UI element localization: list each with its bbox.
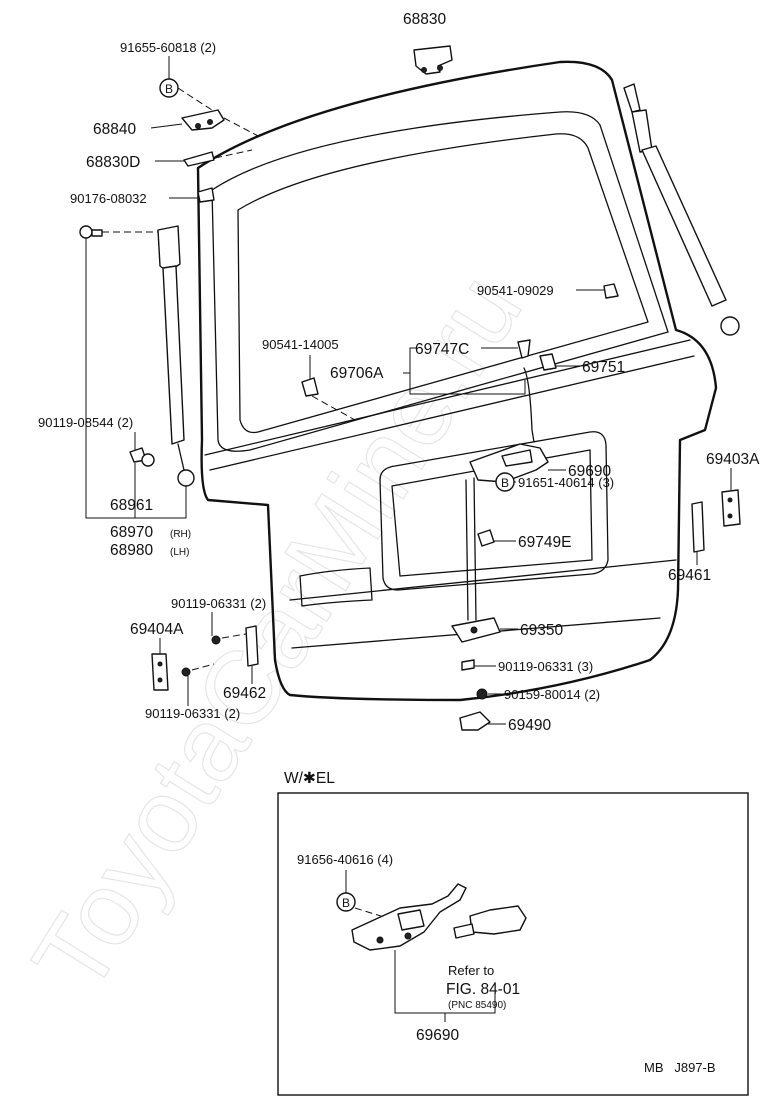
svg-text:B: B (501, 476, 509, 490)
hinge-69404a (151, 653, 169, 691)
bolt-symbol-inset: B (336, 892, 356, 912)
label-69706a: 69706A (330, 365, 384, 382)
back-door-stay-left (157, 225, 195, 487)
label-inset-69690: 69690 (416, 1027, 459, 1044)
control-link (465, 479, 469, 621)
label-69350: 69350 (520, 622, 563, 639)
actuator-inset (453, 905, 527, 939)
hinge-69462 (245, 625, 259, 667)
label-90159-80014: 90159-80014 (2) (504, 687, 600, 702)
inset-with-el: W/✱EL 91656-40616 (4) B Refer to FIG. 84… (277, 770, 749, 1096)
bolt-symbol-top: B (159, 78, 179, 98)
label-90541-14005: 90541-14005 (262, 337, 339, 352)
label-90119-06331-c: 90119-06331 (3) (498, 659, 593, 674)
label-69462: 69462 (223, 685, 266, 702)
ball-stud-left-bottom (129, 447, 155, 467)
hinge-68840 (181, 109, 225, 131)
svg-text:B: B (165, 82, 173, 96)
footer-code: MB J897-B (644, 1060, 716, 1075)
label-69749e: 69749E (518, 534, 571, 551)
cushion-90541-14005 (301, 377, 319, 397)
callout-labels: 68830 91655-60818 (2) 68840 68830D 90176… (38, 11, 760, 734)
back-door-stay-right (623, 83, 740, 336)
label-91655-60818: 91655-60818 (2) (120, 40, 216, 55)
label-69403a: 69403A (706, 451, 760, 468)
label-68840: 68840 (93, 121, 136, 138)
hinge-69461 (691, 501, 705, 553)
inset-title: W/✱EL (284, 770, 335, 787)
bolt-symbol-lock: B (495, 472, 515, 492)
label-68830d: 68830D (86, 154, 140, 171)
label-90119-06331-a: 90119-06331 (2) (171, 596, 266, 611)
label-90541-09029: 90541-09029 (477, 283, 554, 298)
refer-to-label: Refer to (448, 963, 494, 978)
screw-left-b (181, 667, 191, 677)
label-lh: (LH) (170, 547, 189, 558)
lock-assembly-inset (351, 883, 467, 951)
label-69461: 69461 (668, 567, 711, 584)
clip-69749e (477, 529, 495, 547)
refer-pnc-label: (PNC 85490) (448, 1000, 506, 1011)
label-69751: 69751 (582, 359, 625, 376)
inset-frame (277, 792, 749, 1096)
bracket-69350 (451, 617, 501, 643)
grommet-90176 (197, 187, 215, 203)
leader-lines (85, 123, 732, 725)
label-91651-40614: 91651-40614 (3) (518, 475, 614, 490)
rod-69747c (517, 339, 531, 359)
label-68961: 68961 (110, 497, 153, 514)
hinge-68830 (413, 45, 453, 75)
label-90119-06331-b: 90119-06331 (2) (145, 706, 240, 721)
shim-68830d (183, 151, 215, 167)
lock-69690 (469, 443, 549, 483)
label-69690: 69690 (568, 463, 611, 480)
clip-69751 (539, 353, 557, 371)
svg-text:B: B (342, 896, 350, 910)
label-90176-08032: 90176-08032 (70, 191, 147, 206)
label-69747c: 69747C (415, 341, 469, 358)
ball-stud-left-top (79, 225, 103, 239)
label-69404a: 69404A (130, 621, 184, 638)
label-69490: 69490 (508, 717, 551, 734)
label-68980: 68980 (110, 542, 153, 559)
label-90119-08544: 90119-08544 (2) (38, 415, 133, 430)
label-91656-40616: 91656-40616 (4) (297, 852, 393, 867)
lock-rod (523, 367, 535, 443)
label-rh: (RH) (170, 529, 191, 540)
screw-90159-80014 (476, 688, 488, 700)
screw-left-a (211, 635, 221, 645)
refer-fig-label: FIG. 84-01 (446, 981, 520, 998)
hinge-69403a (721, 489, 741, 527)
label-68970: 68970 (110, 524, 153, 541)
cushion-90541-09029 (603, 283, 619, 299)
label-68830: 68830 (403, 11, 446, 28)
striker-69490 (459, 711, 491, 731)
screw-90119-06331-3 (461, 659, 475, 671)
